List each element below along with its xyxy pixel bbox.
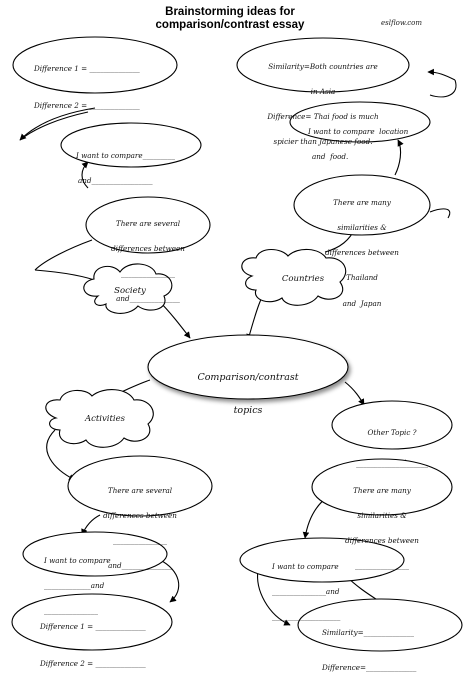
activities-several-line-3: _______________ bbox=[113, 536, 167, 546]
countries-similarity-line-2: in Asia bbox=[310, 87, 336, 97]
activities-compare-line-3: _______________ bbox=[44, 606, 98, 616]
other-similarity-line: Similarity=______________ bbox=[322, 627, 414, 637]
cloud-shapes bbox=[45, 248, 347, 448]
countries-similarities-line-2: similarities & bbox=[337, 223, 387, 233]
activities-several-line-2: differences between bbox=[103, 511, 177, 521]
countries-similarities-line-1: There are many bbox=[333, 197, 391, 207]
countries-similarities: There are many similarities & difference… bbox=[308, 182, 416, 325]
countries-similarity-line-4: spicier than Japanese food. bbox=[273, 137, 373, 147]
society-several-line-1: There are several bbox=[115, 218, 181, 228]
countries-compare-line-2: and food. bbox=[312, 152, 349, 162]
activities-several-line-4: and______________ bbox=[108, 561, 172, 571]
countries-similarity: Similarity=Both countries are in Asia Di… bbox=[250, 46, 396, 164]
society-several-line-4: and______________ bbox=[116, 294, 180, 304]
other-similarities-line-4: _______________ bbox=[355, 561, 409, 571]
other-compare: I want to compare _______________and ___… bbox=[272, 546, 340, 638]
center-topic-line-1: Comparison/contrast bbox=[197, 372, 299, 383]
page-title: Brainstorming ideas for comparison/contr… bbox=[135, 6, 325, 32]
society-compare-line-2: and_________________ bbox=[78, 176, 153, 186]
activities-compare: I want to compare _____________and _____… bbox=[44, 540, 111, 632]
other-similarities-line-2: similarities & bbox=[357, 511, 407, 521]
activities-difference-1: Difference 1 = ______________ bbox=[40, 621, 146, 631]
other-difference-line: Difference=______________ bbox=[322, 663, 417, 673]
cloud-activities: Activities bbox=[84, 414, 126, 424]
society-several-line-2: differences between bbox=[111, 244, 185, 254]
cloud-society: Society bbox=[114, 286, 146, 296]
activities-differences: Difference 1 = ______________ Difference… bbox=[40, 606, 146, 685]
society-several-line-3: _______________ bbox=[121, 269, 175, 279]
activities-several-line-1: There are several bbox=[107, 485, 173, 495]
mind-map-drawing bbox=[11, 36, 463, 652]
society-compare-line-1: I want to compare_________ bbox=[76, 150, 175, 160]
worksheet-page: Brainstorming ideas for comparison/contr… bbox=[11, 6, 463, 672]
other-topic-blank: ____________________ bbox=[356, 459, 428, 469]
other-compare-line-2: _______________and bbox=[272, 587, 340, 597]
countries-similarity-line-1: Similarity=Both countries are bbox=[268, 61, 378, 71]
countries-similarities-line-5: and Japan bbox=[342, 298, 382, 308]
society-differences: Difference 1 = ______________ Difference… bbox=[34, 48, 140, 127]
center-topic-line-2: topics bbox=[233, 405, 263, 416]
activities-several-differences: There are several differences between __… bbox=[90, 470, 190, 588]
other-compare-line-1: I want to compare bbox=[272, 561, 339, 571]
title-line-2: comparison/contrast essay bbox=[155, 19, 305, 31]
activities-compare-line-1: I want to compare bbox=[44, 555, 111, 565]
society-difference-1: Difference 1 = ______________ bbox=[34, 63, 140, 73]
other-topic: Other Topic ? ____________________ bbox=[342, 412, 442, 485]
cloud-countries: Countries bbox=[281, 274, 325, 284]
society-compare: I want to compare_________ and__________… bbox=[76, 135, 175, 202]
other-topic-label: Other Topic ? bbox=[367, 427, 417, 437]
activities-difference-2: Difference 2 = ______________ bbox=[40, 659, 146, 669]
activities-compare-line-2: _____________and bbox=[44, 581, 105, 591]
other-similarities: There are many similarities & difference… bbox=[332, 470, 432, 588]
society-difference-2: Difference 2 = ______________ bbox=[34, 101, 140, 111]
other-compare-line-3: ___________________ bbox=[272, 612, 341, 622]
countries-similarities-line-3: differences between bbox=[325, 248, 399, 258]
society-several-differences: There are several differences between __… bbox=[98, 203, 198, 321]
countries-similarity-line-3: Difference= Thai food is much bbox=[267, 112, 379, 122]
ellipse-shapes bbox=[11, 36, 463, 652]
countries-similarities-line-4: Thailand bbox=[346, 273, 378, 283]
countries-compare-line-1: I want to compare location bbox=[308, 126, 409, 136]
other-similarities-line-1: There are many bbox=[353, 485, 411, 495]
center-topic: Comparison/contrast topics bbox=[168, 350, 328, 438]
site-credit: eslflow.com bbox=[381, 19, 423, 27]
other-similarities-line-3: differences between bbox=[345, 536, 419, 546]
countries-compare: I want to compare location and food. bbox=[308, 111, 408, 178]
title-line-1: Brainstorming ideas for bbox=[165, 6, 295, 18]
other-sim-diff: Similarity=______________ Difference=___… bbox=[322, 612, 416, 689]
